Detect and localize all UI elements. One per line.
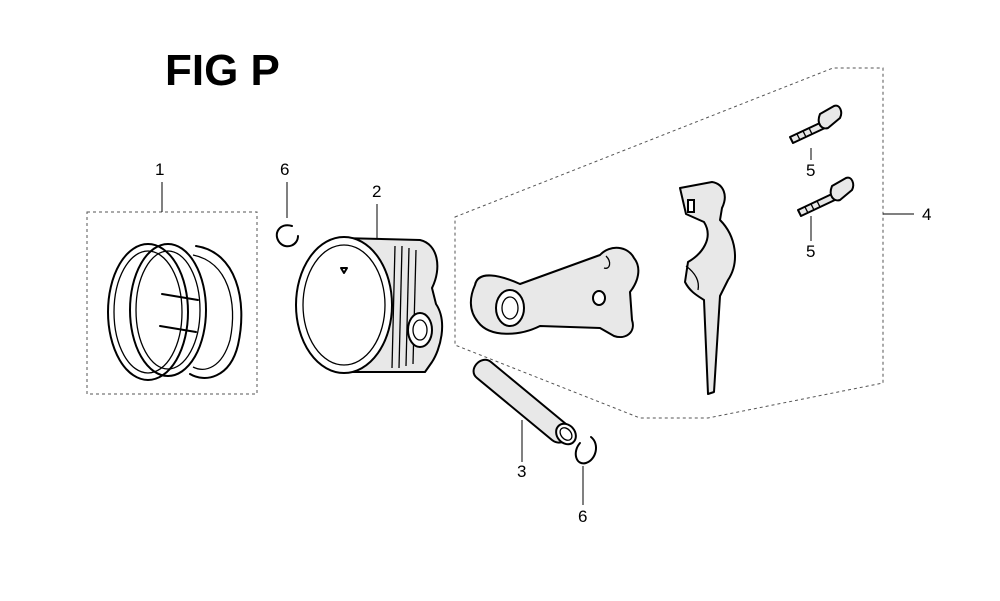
piston-ring-set: 1 xyxy=(86,160,258,395)
callout-6-lower: 6 xyxy=(578,507,587,526)
rod-bolt-upper xyxy=(789,104,843,144)
piston-pin: 3 xyxy=(472,359,577,481)
callout-4: 4 xyxy=(922,205,931,224)
callout-5-lower: 5 xyxy=(806,242,815,261)
ring-set-box xyxy=(86,211,258,395)
connecting-rod-cap xyxy=(679,181,736,395)
piston: 2 xyxy=(295,182,444,374)
figure-title: FIG P xyxy=(165,46,280,95)
rod-assembly-box xyxy=(454,67,884,419)
piston-pin-clip-upper: 6 xyxy=(275,160,299,248)
piston-pin-clip-lower: 6 xyxy=(574,436,598,526)
callout-1: 1 xyxy=(155,160,164,179)
connecting-rod-assembly: 5 5 4 xyxy=(454,67,931,419)
connecting-rod xyxy=(469,246,640,338)
callout-3: 3 xyxy=(517,462,526,481)
callout-2: 2 xyxy=(372,182,381,201)
callout-6-upper: 6 xyxy=(280,160,289,179)
callout-5-upper: 5 xyxy=(806,161,815,180)
rod-bolt-lower xyxy=(797,176,855,217)
